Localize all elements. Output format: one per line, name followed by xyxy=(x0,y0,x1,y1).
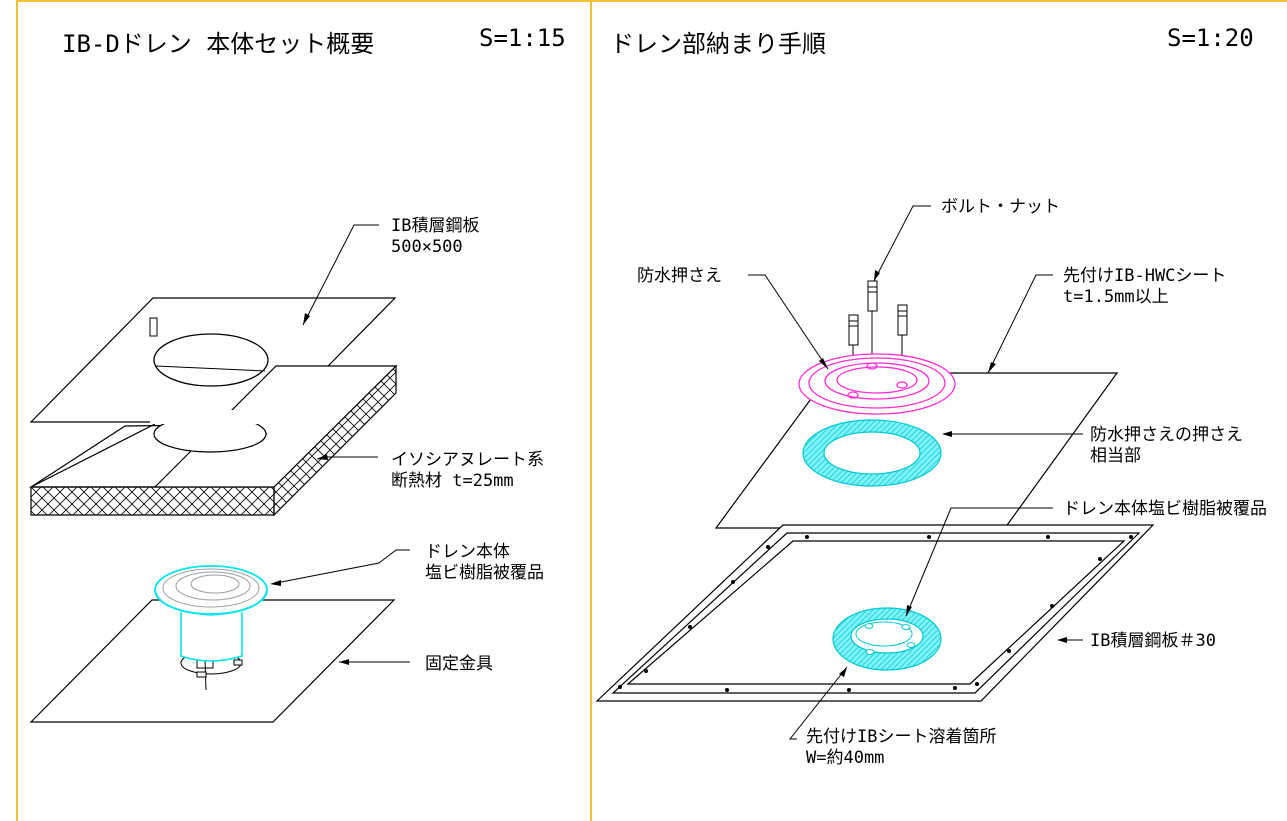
leader-arrows-right xyxy=(819,270,1067,677)
hwc-sheet xyxy=(714,372,1119,529)
left-panel xyxy=(16,0,592,821)
right-panel-title: ドレン部納まり手順 xyxy=(610,30,826,58)
right-panel xyxy=(590,0,1287,821)
label-weld: 先付けIBシート溶着箇所 W=約40mm xyxy=(806,727,997,768)
label-hwc-sheet: 先付けIB-HWCシート t=1.5mm以上 xyxy=(1063,266,1227,307)
right-panel-scale: S=1:20 xyxy=(1167,24,1254,52)
label-steel-plate: IB積層鋼板 500×500 xyxy=(391,216,480,257)
waterproof-press-ring xyxy=(798,353,956,415)
label-steel-plate-30: IB積層鋼板＃30 xyxy=(1090,631,1216,651)
drain-body-left xyxy=(154,565,268,662)
label-press-equivalent: 防水押さえの押さえ 相当部 xyxy=(1090,425,1243,466)
label-insulation: イソシアヌレート系 断熱材 t=25mm xyxy=(391,450,544,491)
label-fixing-bracket: 固定金具 xyxy=(425,654,493,674)
label-bolt-nut: ボルト・ナット xyxy=(941,197,1060,217)
left-panel-title: IB-Dドレン 本体セット概要 xyxy=(62,30,375,58)
steel-plate-top xyxy=(29,297,397,423)
label-drain-body: ドレン本体 塩ビ樹脂被覆品 xyxy=(425,542,544,583)
leader-arrows-left xyxy=(270,313,349,665)
weld-ring xyxy=(832,607,942,671)
frame-holes xyxy=(618,535,1133,692)
label-waterproof-press: 防水押さえ xyxy=(637,266,722,286)
label-drain-resin: ドレン本体塩ビ樹脂被覆品 xyxy=(1063,499,1267,519)
left-panel-scale: S=1:15 xyxy=(479,24,566,52)
bolts xyxy=(149,317,158,337)
insulation-board xyxy=(28,364,398,517)
